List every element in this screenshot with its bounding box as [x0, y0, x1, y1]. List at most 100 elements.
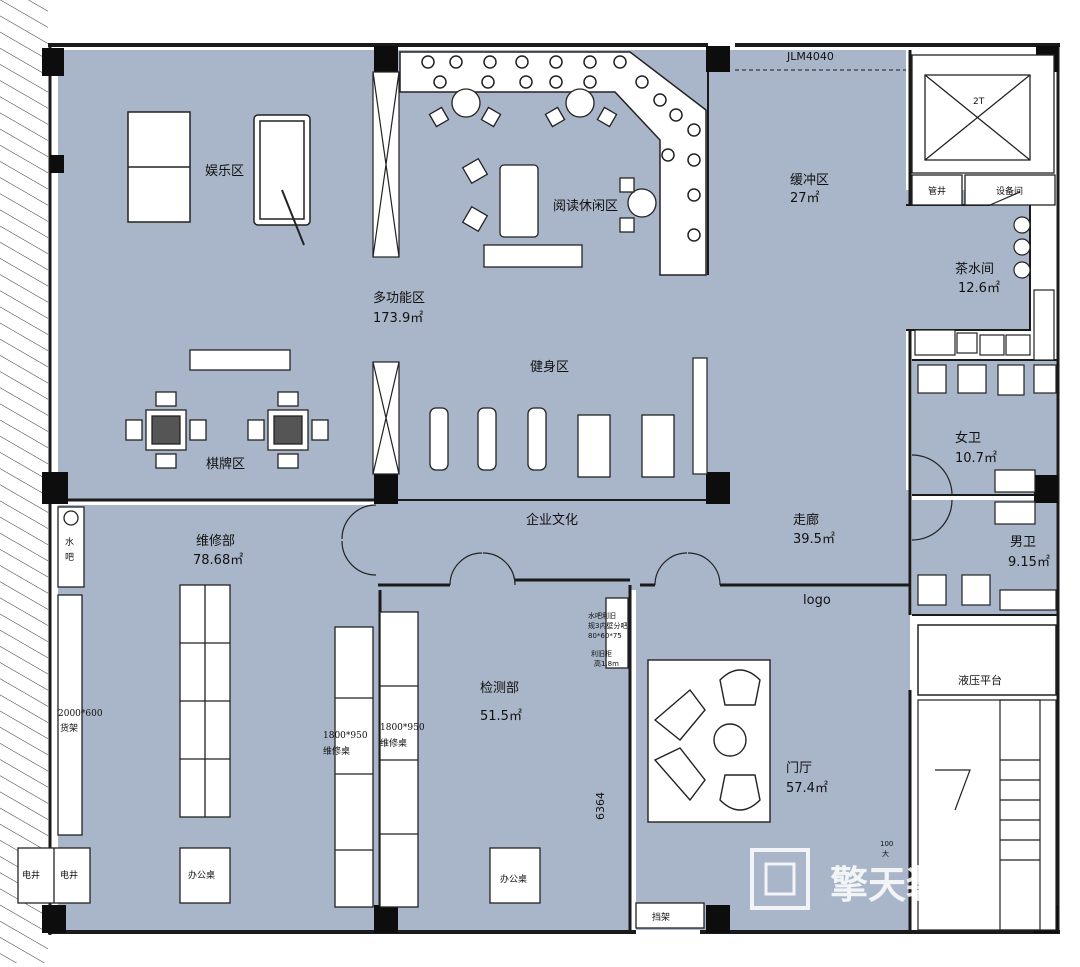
door-swing [482, 552, 516, 586]
label-testing-area: 51.5㎡ [480, 709, 522, 724]
reading-sofa [499, 164, 539, 238]
treadmill [577, 414, 611, 478]
bottom-shelf [635, 902, 705, 929]
mahjong-top [151, 415, 181, 445]
door-swing [654, 552, 688, 586]
label-multi-area: 173.9㎡ [373, 311, 423, 326]
glass-partition [692, 357, 708, 475]
door-swing [911, 499, 953, 541]
label-water-bar-2: 吧 [65, 552, 74, 563]
label-desk-size-2: 1800*950 [380, 723, 425, 733]
pillar [374, 905, 398, 933]
walls [48, 43, 1060, 935]
label-multi: 多功能区 [373, 290, 425, 306]
label-small-dim: 100 [880, 840, 893, 848]
tea-fixtures [914, 216, 1055, 361]
label-lobby: 门厅 [786, 761, 812, 776]
reading-tables [189, 88, 657, 371]
bar-stools [421, 55, 701, 242]
bar-counter [399, 51, 707, 276]
label-entertainment: 娱乐区 [205, 164, 244, 179]
label-chess: 棋牌区 [206, 456, 245, 472]
label-dimension: 6364 [594, 792, 607, 820]
lobby-furniture [647, 659, 771, 823]
label-buffer-area: 27㎡ [790, 191, 820, 206]
bookshelf-cross [372, 71, 400, 258]
round-table [451, 88, 481, 118]
label-note-5: 高1.8m [594, 659, 619, 668]
partitions [372, 71, 708, 475]
label-lobby-area: 57.4㎡ [786, 781, 828, 796]
pillar [42, 48, 64, 76]
door-swing [341, 540, 377, 576]
repair-furniture [17, 506, 705, 929]
wall-testing-north [378, 578, 630, 587]
pillar [374, 472, 398, 504]
pillar [374, 46, 398, 72]
label-desk-size-1: 1800*950 [323, 731, 368, 741]
mahjong-top [273, 415, 303, 445]
pillar [706, 472, 730, 504]
sofa-segment [653, 688, 706, 741]
equipment-room-box [964, 174, 1056, 206]
label-office-desk-2: 办公桌 [500, 873, 527, 885]
watermark-text: 擎天装饰 [830, 863, 982, 907]
pillar [1034, 475, 1058, 503]
pillar [50, 155, 64, 173]
cabinet-notes [605, 597, 629, 669]
label-buffer: 缓冲区 [790, 173, 829, 188]
label-equipment-room: 设备间 [996, 185, 1023, 197]
planter [483, 244, 583, 268]
sink [994, 501, 1036, 525]
round-table [627, 188, 657, 218]
elevator-cross [924, 74, 1031, 161]
mahjong-tables [125, 391, 329, 469]
stair-well [917, 699, 1057, 931]
label-note-4: 利旧柜 [591, 649, 612, 658]
door-swing [449, 552, 483, 586]
elevator-shaft [911, 54, 1055, 174]
pillar [706, 905, 730, 933]
watermark-logo [750, 848, 810, 910]
label-corridor: 走廊 [793, 512, 819, 528]
billiard-table [253, 114, 311, 226]
corridor-floor [376, 490, 910, 590]
doors [341, 191, 1021, 586]
treadmill [641, 414, 675, 478]
round-table [565, 88, 595, 118]
sink [994, 469, 1036, 493]
planter [189, 349, 291, 371]
label-shelf: 货架 [60, 722, 78, 734]
label-hydraulic: 液压平台 [958, 673, 1002, 687]
label-pipe-well: 管井 [928, 185, 946, 197]
label-repair-desk-2: 维修桌 [380, 737, 407, 749]
exterior-hatch [0, 0, 48, 963]
lounge-chair [719, 669, 761, 706]
billiard-felt [259, 120, 305, 220]
label-elec-well-2: 电井 [60, 869, 78, 881]
label-logo: logo [803, 593, 831, 608]
label-men: 男卫 [1010, 535, 1036, 550]
gym-equipment [429, 407, 675, 478]
label-fitness: 健身区 [530, 359, 569, 375]
label-elevator: 2T [973, 97, 985, 107]
spin-bike [477, 407, 497, 471]
buffer-area-floor [708, 50, 906, 490]
billiard-cue [281, 189, 305, 246]
lounge-chair [719, 774, 761, 811]
entertainment-furniture [127, 111, 311, 246]
tea-room-floor [906, 190, 1030, 330]
label-elec-well-1: 电井 [22, 869, 40, 881]
spin-bike [527, 407, 547, 471]
office-desk [489, 847, 541, 904]
labels: 娱乐区 阅读休闲区 缓冲区 27㎡ 茶水间 12.6㎡ 多功能区 173.9㎡ … [22, 50, 1050, 923]
label-note-3: 80*60*75 [588, 632, 622, 640]
label-reading: 阅读休闲区 [553, 199, 618, 214]
label-culture: 企业文化 [526, 512, 578, 528]
elevator-block [911, 54, 1056, 206]
hydraulic-platform [917, 624, 1057, 696]
pillar [42, 472, 68, 504]
door-swing [911, 454, 953, 496]
